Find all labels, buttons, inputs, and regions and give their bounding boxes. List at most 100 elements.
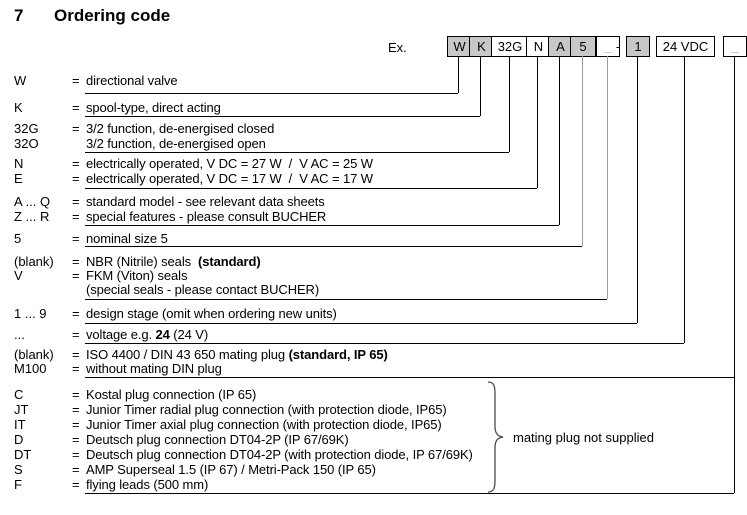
code-row-label: DT — [14, 447, 32, 462]
code-separator: - — [615, 39, 621, 54]
code-row-label: 5 — [14, 231, 22, 246]
description-segment: ISO 4400 / DIN 43 650 mating plug — [86, 347, 289, 362]
connector-hline — [85, 343, 684, 344]
connector-vline — [537, 56, 538, 188]
connector-hline — [85, 188, 537, 189]
row-description: (special seals - please contact BUCHER) — [86, 282, 319, 297]
code-row-label: N — [14, 156, 24, 171]
description-segment: design stage (omit when ordering new uni… — [86, 306, 337, 321]
section-number: 7 — [14, 6, 24, 25]
row-description: flying leads (500 mm) — [86, 477, 208, 492]
connector-vline — [607, 56, 608, 299]
connector-vline — [582, 56, 583, 246]
description-segment: Junior Timer axial plug connection (with… — [86, 417, 442, 432]
row-description: Junior Timer axial plug connection (with… — [86, 417, 442, 432]
code-row-label: 1 ... 9 — [14, 306, 47, 321]
connector-hline — [85, 225, 559, 226]
code-row-label: V — [14, 268, 23, 283]
row-description: 3/2 function, de-energised closed — [86, 121, 274, 136]
connector-vline — [509, 56, 510, 152]
code-box-5: 5 — [570, 36, 596, 57]
equals-sign: = — [72, 417, 80, 432]
connector-hline — [85, 323, 637, 324]
code-box-32g: 32G — [491, 36, 529, 57]
description-segment: 3/2 function, de-energised open — [86, 136, 266, 151]
code-box-1: 1 — [626, 36, 650, 57]
description-segment: electrically operated, V DC = 17 W / V A… — [86, 171, 373, 186]
code-row-label: (blank) — [14, 254, 54, 269]
code-row-label: S — [14, 462, 23, 477]
code-row-label: IT — [14, 417, 26, 432]
connector-vline — [480, 56, 481, 116]
connector-vline — [637, 56, 638, 323]
row-description: AMP Superseal 1.5 (IP 67) / Metri-Pack 1… — [86, 462, 376, 477]
code-row-label: 32O — [14, 136, 39, 151]
brace-note: mating plug not supplied — [513, 430, 654, 445]
description-segment: AMP Superseal 1.5 (IP 67) / Metri-Pack 1… — [86, 462, 376, 477]
equals-sign: = — [72, 231, 80, 246]
equals-sign: = — [72, 194, 80, 209]
equals-sign: = — [72, 171, 80, 186]
code-row-label: F — [14, 477, 22, 492]
description-segment: 3/2 function, de-energised closed — [86, 121, 275, 136]
connector-hline — [85, 299, 607, 300]
equals-sign: = — [72, 268, 80, 283]
description-segment: Deutsch plug connection DT04-2P (IP 67/6… — [86, 432, 349, 447]
equals-sign: = — [72, 402, 80, 417]
equals-sign: = — [72, 73, 80, 88]
row-description: directional valve — [86, 73, 178, 88]
code-row-label: W — [14, 73, 27, 88]
row-description: FKM (Viton) seals — [86, 268, 187, 283]
description-segment: Kostal plug connection (IP 65) — [86, 387, 257, 402]
row-description: electrically operated, V DC = 27 W / V A… — [86, 156, 373, 171]
code-row-label: A ... Q — [14, 194, 51, 209]
brace-icon — [487, 381, 504, 493]
code-box-24-vdc: 24 VDC — [656, 36, 715, 57]
row-description: 3/2 function, de-energised open — [86, 136, 266, 151]
connector-vline — [458, 56, 459, 93]
description-bold-segment: (standard, IP 65) — [288, 347, 388, 362]
description-segment: without mating DIN plug — [86, 361, 222, 376]
row-description: Deutsch plug connection DT04-2P (IP 67/6… — [86, 432, 349, 447]
equals-sign: = — [72, 327, 80, 342]
description-segment: Junior Timer radial plug connection (wit… — [86, 402, 447, 417]
description-segment: flying leads (500 mm) — [86, 477, 209, 492]
description-bold-segment: 24 — [155, 327, 170, 342]
connector-hline — [85, 493, 734, 494]
connector-hline — [85, 377, 734, 378]
connector-vline — [734, 56, 735, 493]
code-box-blank: _ — [723, 36, 747, 57]
description-segment: electrically operated, V DC = 27 W / V A… — [86, 156, 373, 171]
example-label: Ex. — [388, 40, 407, 55]
equals-sign: = — [72, 432, 80, 447]
row-description: nominal size 5 — [86, 231, 168, 246]
row-description: without mating DIN plug — [86, 361, 222, 376]
code-row-label: M100 — [14, 361, 47, 376]
row-description: spool-type, direct acting — [86, 100, 221, 115]
description-segment: (special seals - please contact BUCHER) — [86, 282, 320, 297]
row-description: Kostal plug connection (IP 65) — [86, 387, 256, 402]
description-segment: spool-type, direct acting — [86, 100, 221, 115]
equals-sign: = — [72, 387, 80, 402]
equals-sign: = — [72, 447, 80, 462]
description-segment: directional valve — [86, 73, 178, 88]
row-description: standard model - see relevant data sheet… — [86, 194, 325, 209]
code-row-label: 32G — [14, 121, 39, 136]
description-segment: NBR (Nitrile) seals — [86, 254, 199, 269]
equals-sign: = — [72, 306, 80, 321]
description-segment: (24 V) — [169, 327, 209, 342]
row-description: design stage (omit when ordering new uni… — [86, 306, 337, 321]
description-segment: standard model - see relevant data sheet… — [86, 194, 325, 209]
description-segment: voltage e.g. — [86, 327, 156, 342]
row-description: voltage e.g. 24 (24 V) — [86, 327, 208, 342]
equals-sign: = — [72, 361, 80, 376]
row-description: ISO 4400 / DIN 43 650 mating plug (stand… — [86, 347, 388, 362]
connector-hline — [85, 152, 509, 153]
equals-sign: = — [72, 121, 80, 136]
code-row-label: ... — [14, 327, 25, 342]
row-description: electrically operated, V DC = 17 W / V A… — [86, 171, 373, 186]
code-row-label: D — [14, 432, 24, 447]
description-segment: FKM (Viton) seals — [86, 268, 188, 283]
code-row-label: K — [14, 100, 23, 115]
